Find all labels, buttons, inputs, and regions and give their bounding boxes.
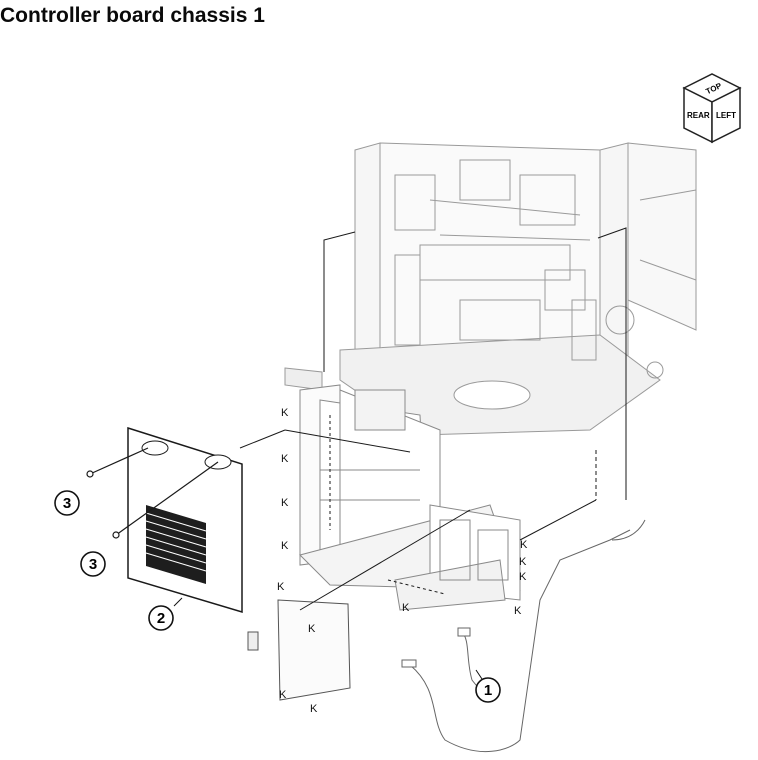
- connector-label-k: K: [279, 689, 287, 701]
- printer-frame: [284, 142, 697, 436]
- callout-number: 2: [157, 610, 165, 627]
- callout-number: 3: [89, 556, 97, 573]
- screw-icon: [86, 447, 219, 539]
- cube-left-label: LEFT: [716, 111, 736, 120]
- callout-2: 2: [148, 597, 183, 631]
- page-title: Controller board chassis 1: [0, 4, 265, 27]
- cover-panel: [127, 426, 243, 614]
- lower-bracket: [247, 599, 351, 701]
- callout-3-top: 3: [54, 490, 80, 516]
- orientation-cube-icon: TOP REAR LEFT: [682, 73, 742, 144]
- connector-label-k: K: [402, 602, 410, 614]
- callout-number: 3: [63, 495, 71, 512]
- connector-label-k: K: [281, 540, 289, 552]
- callout-1: 1: [475, 669, 501, 703]
- callout-3-bottom: 3: [80, 551, 106, 577]
- connector-label-k: K: [277, 581, 285, 593]
- connector-label-k: K: [281, 407, 289, 419]
- connector-label-k: K: [281, 497, 289, 509]
- connector-label-k: K: [514, 605, 522, 617]
- connector-label-k: K: [310, 703, 318, 715]
- connector-label-k: K: [281, 453, 289, 465]
- leader-lines: [239, 227, 627, 611]
- cable-harness: [401, 519, 646, 753]
- connector-labels: K K K K K K K K K K K K K: [277, 407, 528, 715]
- connector-label-k: K: [519, 556, 527, 568]
- connector-label-k: K: [520, 539, 528, 551]
- connector-label-k: K: [308, 623, 316, 635]
- callout-number: 1: [484, 682, 492, 699]
- cube-rear-label: REAR: [687, 111, 710, 120]
- connector-label-k: K: [519, 571, 527, 583]
